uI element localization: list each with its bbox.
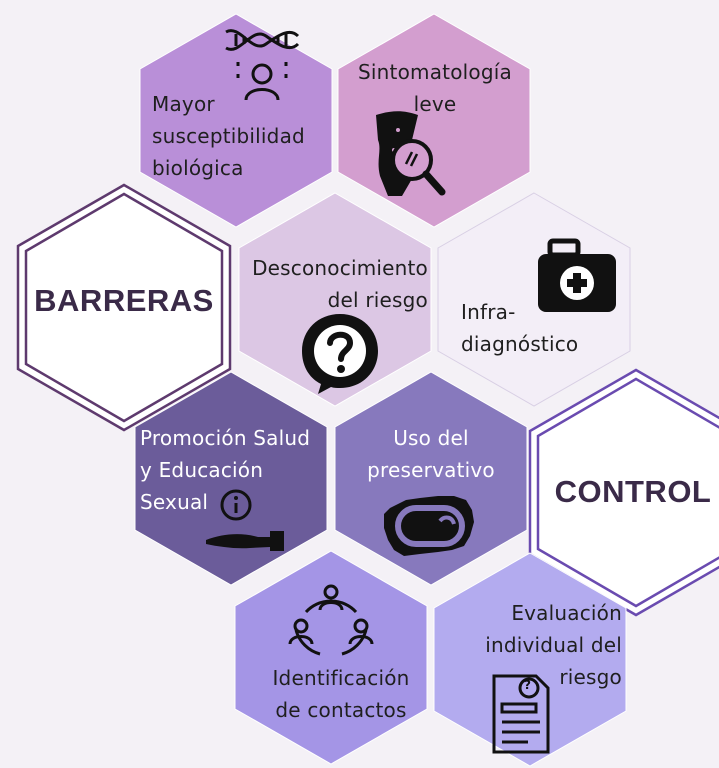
label-susceptibilidad: Mayor susceptibilidad biológica [152,92,305,180]
hand-info-icon [206,489,284,551]
hex-susceptibilidad [139,13,333,228]
label-preservativo: Uso del preservativo [367,426,495,482]
label-evaluacion: Evaluación individual del riesgo [485,601,622,689]
hex-control [528,368,719,617]
dna-person-icon [225,29,300,101]
risk-form-icon [492,674,550,754]
label-contactos: Identificación de contactos [272,666,410,722]
body-magnifier-icon [376,111,446,196]
hex-evaluacion [433,552,627,767]
condom-icon [384,496,474,556]
contacts-network-icon [288,584,374,656]
hex-sintomatologia [337,13,531,228]
question-bubble-icon [302,314,378,394]
label-promocion: Promoción Salud y Educación Sexual [140,426,311,514]
label-sintomatologia: Sintomatología leve [358,60,512,116]
label-desconocimiento: Desconocimiento del riesgo [252,256,428,312]
risk-form-question-mark: ? [524,678,531,692]
hex-infradiagnostico [437,192,631,407]
hex-contactos [234,550,428,765]
barreras-label: BARRERAS [34,283,214,318]
hex-desconocimiento [238,192,432,407]
first-aid-kit-icon [538,238,616,312]
hex-barreras [16,183,232,432]
hex-preservativo [334,371,528,586]
label-infradiagnostico: Infra- diagnóstico [461,300,579,356]
control-label: CONTROL [554,474,712,509]
